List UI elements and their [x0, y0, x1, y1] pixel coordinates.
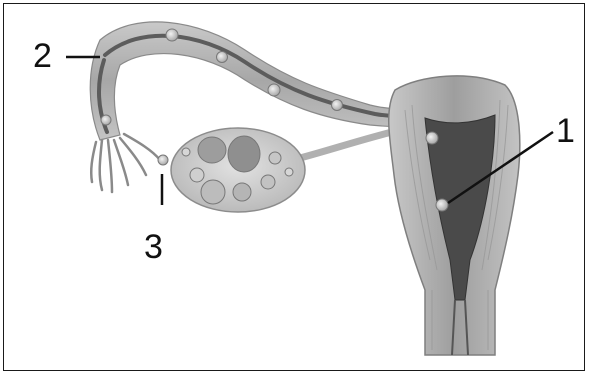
- label-3: 3: [144, 230, 163, 264]
- label-2: 2: [33, 39, 52, 73]
- fimbriae: [91, 134, 160, 192]
- released-egg: [158, 155, 168, 165]
- ovarian-ligament: [300, 132, 392, 158]
- egg-in-uterus: [436, 199, 448, 211]
- label-1: 1: [556, 114, 575, 148]
